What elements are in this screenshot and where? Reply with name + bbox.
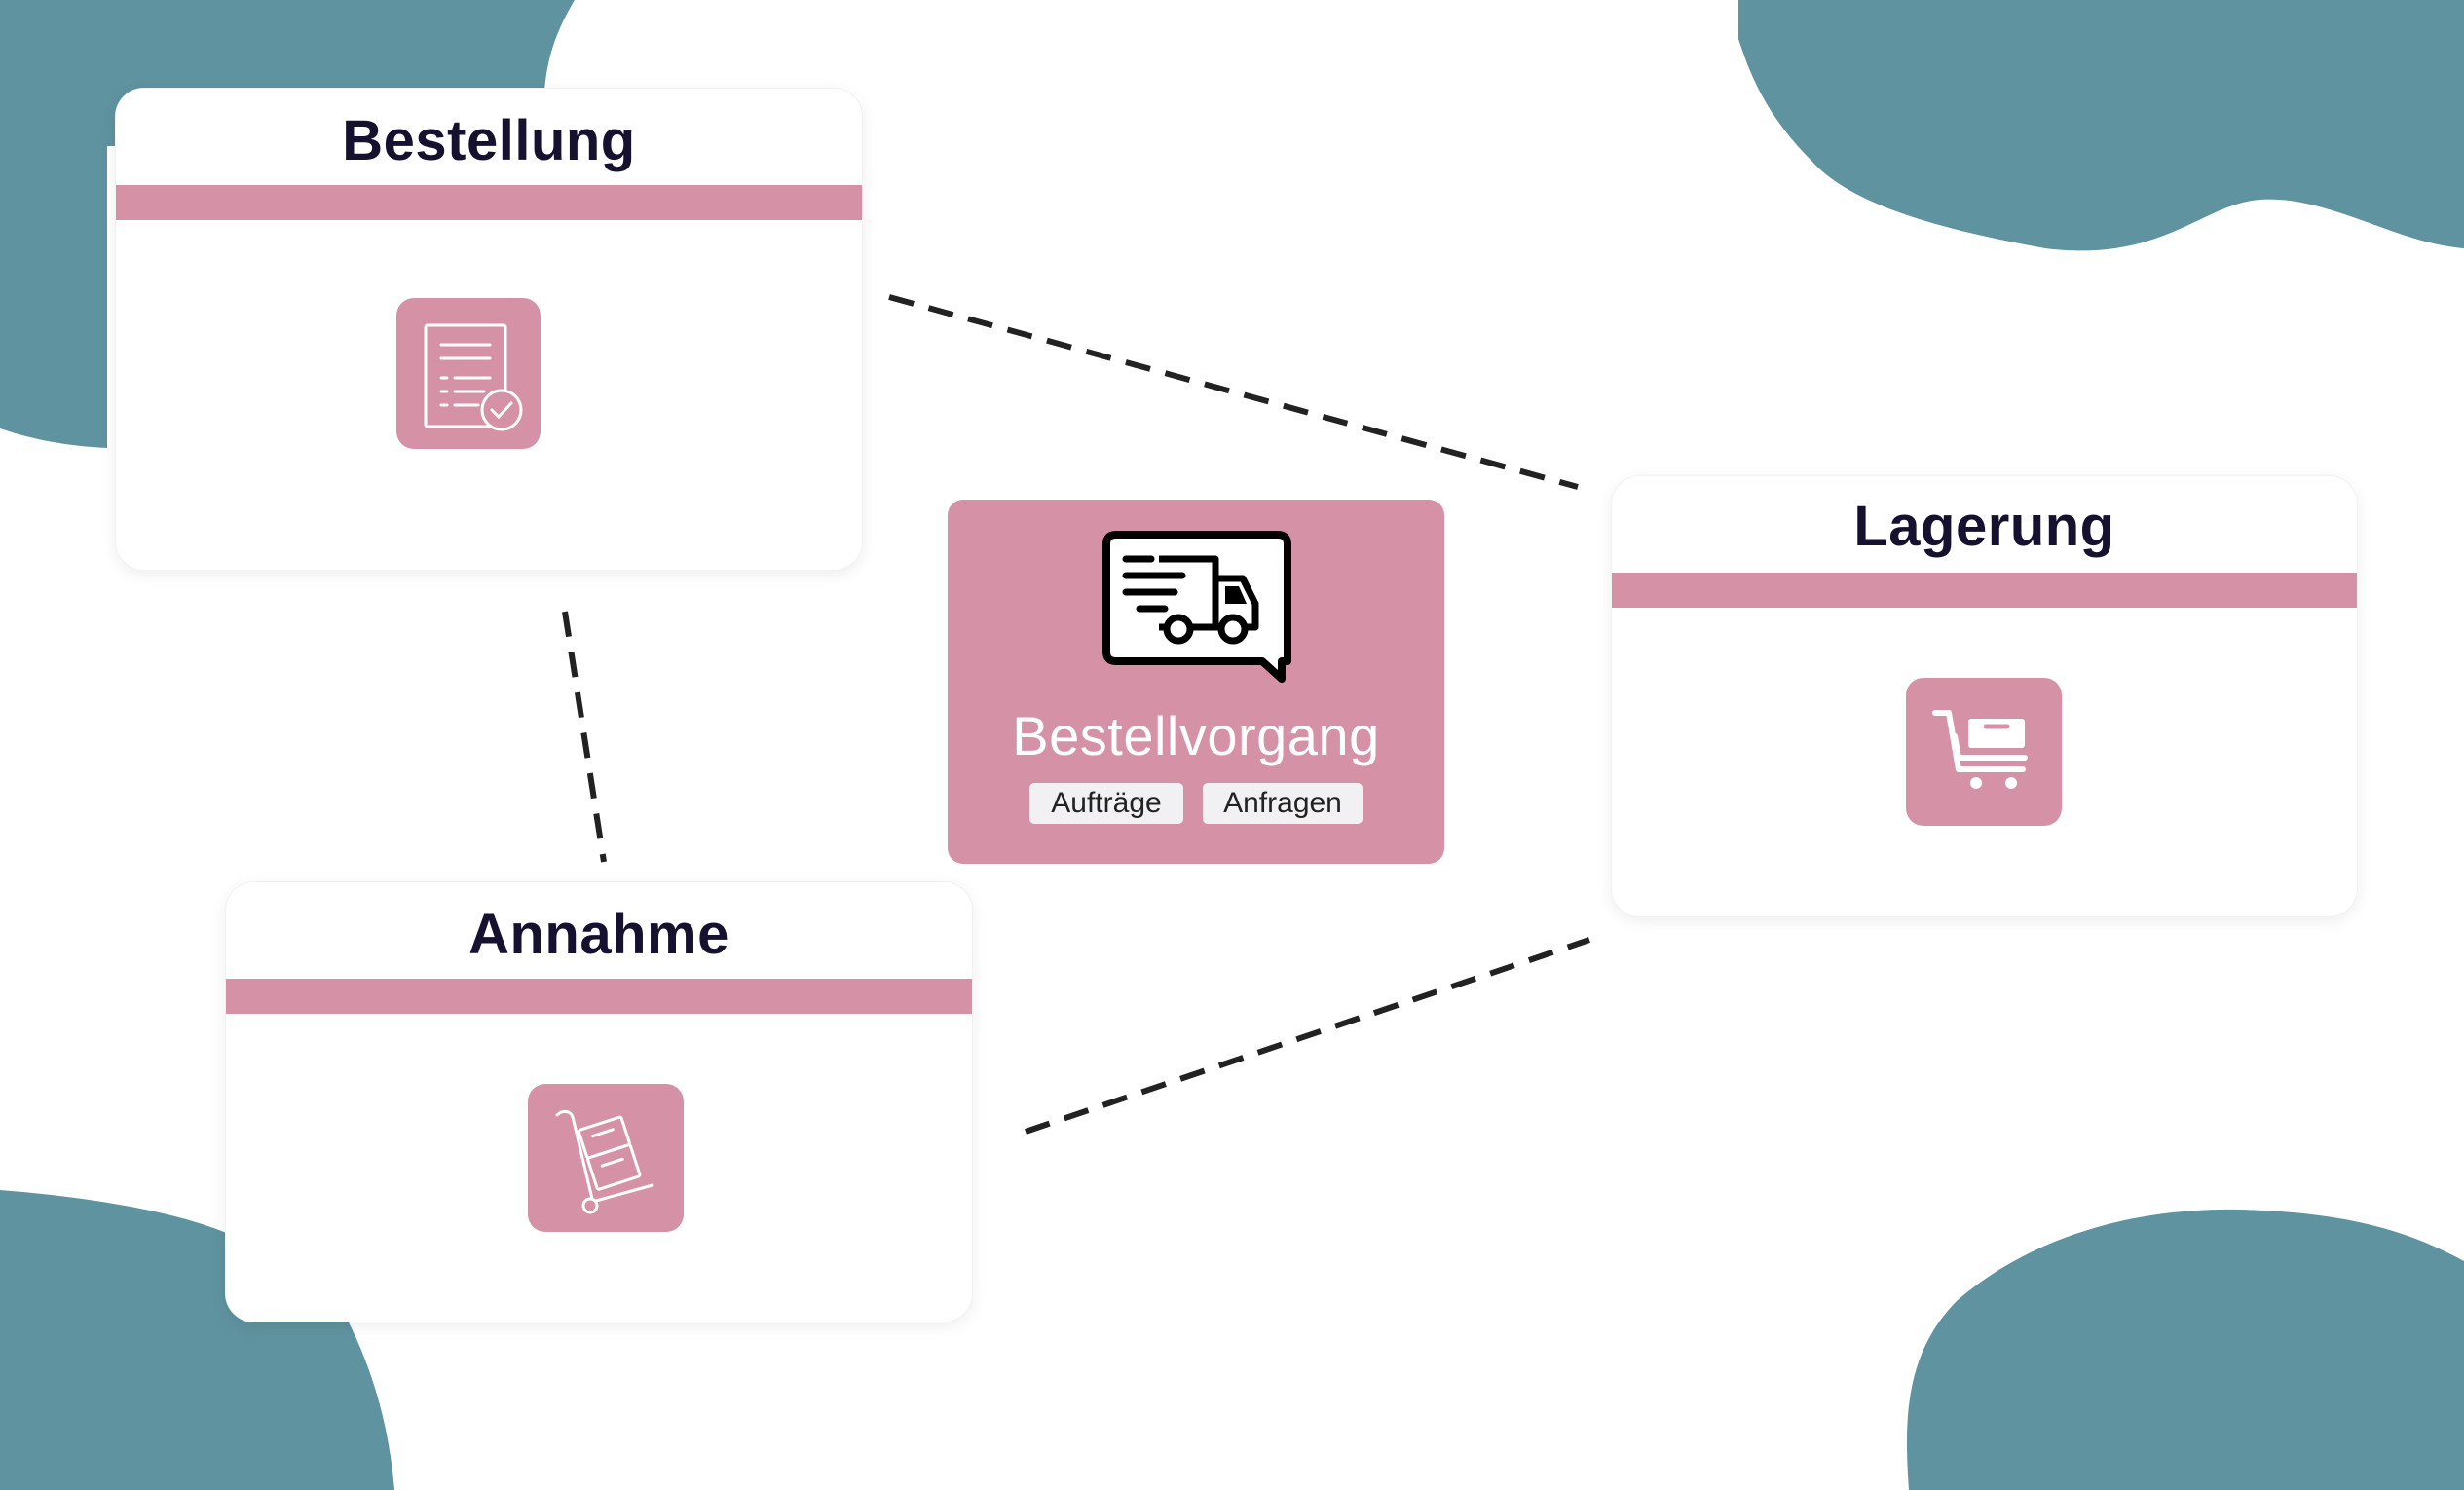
blob-bottom-right [1906, 1209, 2464, 1490]
blob-bottom-left [0, 1190, 394, 1490]
card-band-annahme [226, 979, 972, 1014]
connector-bestellung-annahme [562, 611, 607, 863]
card-bestellung: Bestellung [115, 88, 863, 571]
delivery-truck-chat-icon [1097, 530, 1297, 692]
card-title-bestellung: Bestellung [342, 109, 636, 172]
shopping-cart-box-icon [1906, 678, 2062, 826]
center-process-box: Bestellvorgang Aufträge Anfragen [948, 500, 1444, 864]
connector-bestellung-lagerung [888, 294, 1579, 490]
center-title: Bestellvorgang [1012, 705, 1380, 766]
card-title-lagerung: Lagerung [1853, 495, 2115, 558]
checked-document-icon [396, 298, 541, 449]
card-title-annahme: Annahme [468, 903, 729, 966]
card-band-lagerung [1612, 573, 2357, 608]
card-band-bestellung [116, 185, 862, 220]
card-annahme: Annahme [225, 881, 973, 1322]
tag-auftraege: Aufträge [1029, 783, 1183, 824]
connector-annahme-lagerung [1025, 937, 1590, 1135]
blob-top-right [1738, 0, 2464, 251]
tag-anfragen: Anfragen [1203, 783, 1363, 824]
card-lagerung: Lagerung [1611, 475, 2358, 917]
hand-truck-icon [528, 1084, 684, 1232]
